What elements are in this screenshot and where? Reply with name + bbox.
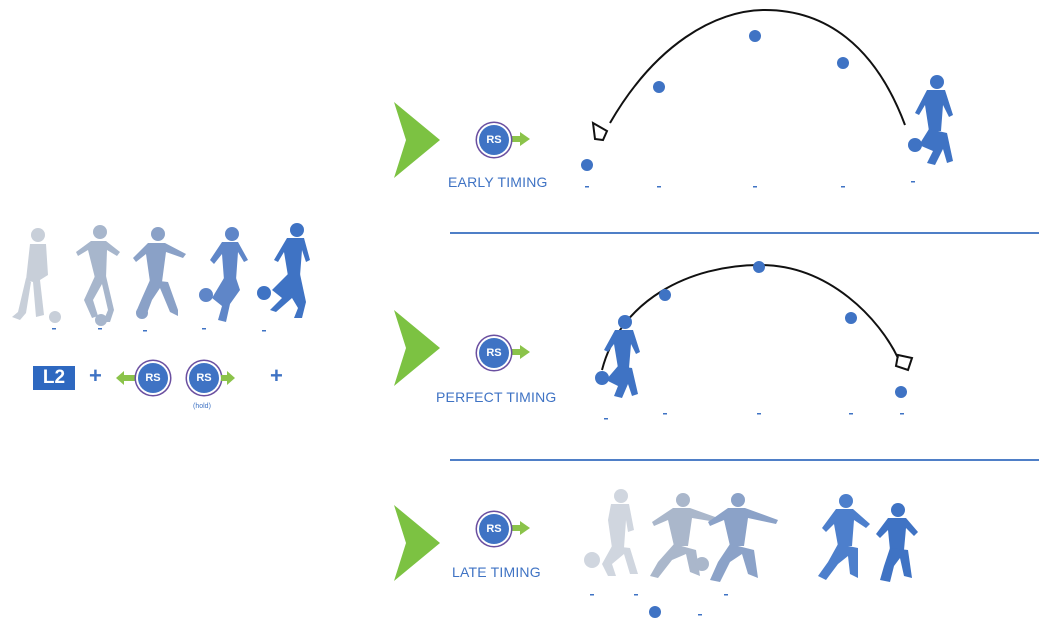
player-figure-frame-5 bbox=[257, 223, 310, 318]
rs-button-late: RS bbox=[479, 514, 509, 544]
play-triangle-icon bbox=[394, 102, 440, 178]
late-timing-sequence bbox=[584, 489, 918, 618]
l2-button: L2 bbox=[33, 366, 75, 390]
plus-sign-1: + bbox=[89, 363, 102, 388]
player-figure-late-3 bbox=[708, 493, 778, 582]
perfect-timing-trajectory bbox=[595, 261, 914, 420]
late-timing-label: LATE TIMING bbox=[452, 564, 541, 580]
hold-label: (hold) bbox=[193, 403, 211, 410]
divider-1 bbox=[450, 232, 1039, 234]
early-timing-trajectory bbox=[581, 8, 953, 188]
player-figure-late-1 bbox=[584, 489, 638, 576]
arrow-left-icon bbox=[116, 371, 138, 385]
plus-sign-2: + bbox=[270, 363, 283, 388]
player-figure-late-4 bbox=[818, 494, 870, 580]
play-triangle-icon bbox=[394, 505, 440, 581]
rs-button-early: RS bbox=[479, 125, 509, 155]
rs-flick-right-arrow-icon bbox=[508, 345, 530, 359]
skill-sequence-figures bbox=[12, 223, 310, 332]
player-figure-frame-2 bbox=[76, 225, 120, 326]
rs-button-flick-left: RS bbox=[138, 363, 168, 393]
divider-2 bbox=[450, 459, 1039, 461]
player-figure-early bbox=[908, 75, 953, 165]
player-figure-perfect bbox=[595, 315, 640, 398]
perfect-timing-label: PERFECT TIMING bbox=[436, 389, 557, 405]
rs-flick-right-arrow-icon bbox=[508, 132, 530, 146]
player-figure-frame-1 bbox=[12, 228, 61, 323]
player-figure-late-2 bbox=[650, 493, 718, 578]
rs-flick-right-arrow-icon bbox=[508, 521, 530, 535]
player-figure-frame-3 bbox=[133, 227, 186, 319]
rs-button-perfect: RS bbox=[479, 338, 509, 368]
player-figure-late-5 bbox=[876, 503, 918, 582]
early-timing-label: EARLY TIMING bbox=[448, 174, 548, 190]
rs-button-flick-right: RS bbox=[189, 363, 219, 393]
arrow-right-icon bbox=[221, 371, 235, 385]
play-triangle-icon bbox=[394, 310, 440, 386]
player-figure-frame-4 bbox=[199, 227, 248, 322]
